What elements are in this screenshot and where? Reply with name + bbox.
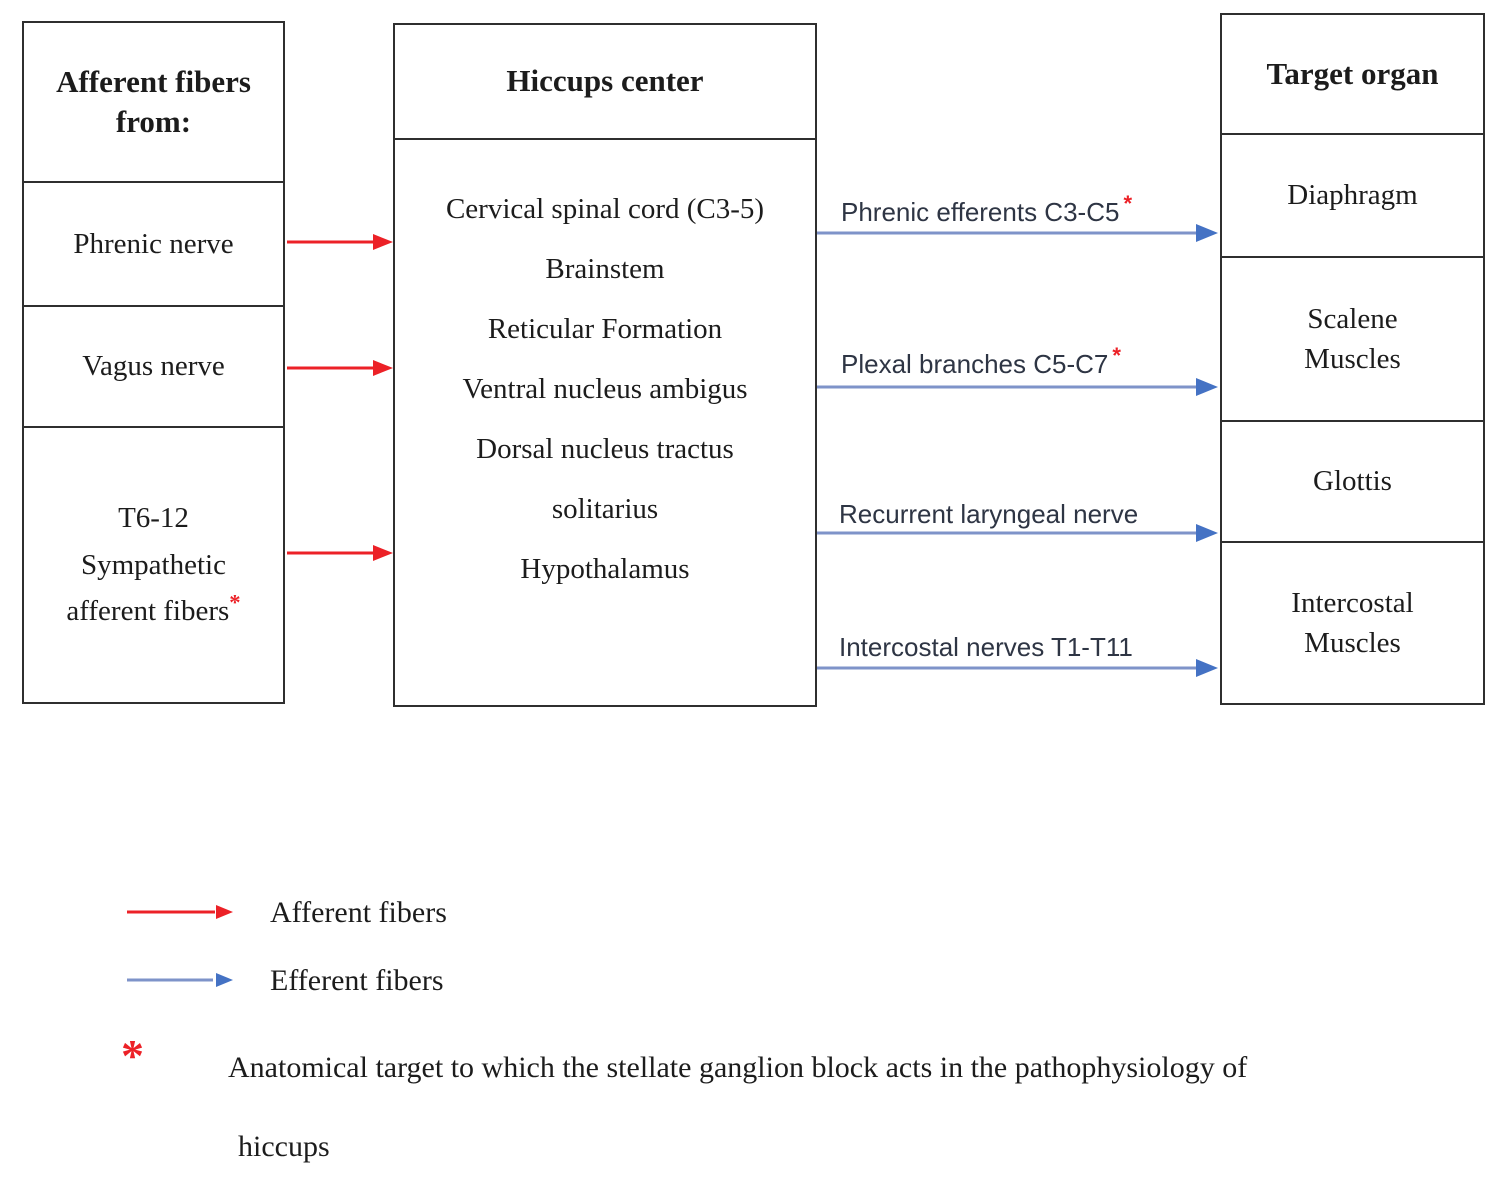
arrowhead-icon bbox=[216, 973, 233, 987]
afferent-item-label: Vagus nerve bbox=[82, 350, 225, 383]
target-item-label: Scalene Muscles bbox=[1304, 302, 1401, 375]
target-item-label: Glottis bbox=[1313, 465, 1392, 498]
center-line-solitarius: solitarius bbox=[551, 493, 659, 525]
afferent-arrow-vagus bbox=[287, 358, 393, 378]
arrowhead-icon bbox=[373, 545, 393, 561]
asterisk-marker: * bbox=[229, 589, 241, 615]
asterisk-marker: * bbox=[1112, 343, 1121, 369]
target-item-diaphragm: Diaphragm bbox=[1220, 133, 1485, 258]
efferent-label-phrenic-efferents: Phrenic efferents C3-C5* bbox=[841, 191, 1133, 227]
target-organ-header: Target organ bbox=[1220, 13, 1485, 135]
efferent-arrow-plexal-branches bbox=[817, 376, 1218, 398]
target-organ-column: Target organ Diaphragm Scalene Muscles G… bbox=[1220, 13, 1485, 705]
footnote-asterisk-marker: * bbox=[121, 1030, 144, 1081]
footnote-line-1: Anatomical target to which the stellate … bbox=[228, 1051, 1248, 1084]
arrowhead-icon bbox=[1196, 378, 1218, 396]
afferent-arrow-phrenic bbox=[287, 232, 393, 252]
arrow-line bbox=[817, 385, 1198, 389]
arrow-line bbox=[287, 366, 375, 370]
efferent-arrow-recurrent-laryngeal bbox=[817, 522, 1218, 544]
hiccups-center-column: Hiccups center Cervical spinal cord (C3-… bbox=[393, 23, 817, 707]
hiccups-center-header: Hiccups center bbox=[393, 23, 817, 140]
efferent-label-plexal-branches: Plexal branches C5-C7* bbox=[841, 343, 1121, 379]
target-item-glottis: Glottis bbox=[1220, 420, 1485, 543]
afferent-column-header-label: Afferent fibers from: bbox=[56, 63, 251, 139]
target-item-label: Intercostal Muscles bbox=[1291, 586, 1414, 659]
legend-efferent-arrow-icon bbox=[127, 971, 233, 989]
legend-efferent-label: Efferent fibers bbox=[270, 964, 444, 997]
arrow-line bbox=[817, 231, 1198, 235]
arrowhead-icon bbox=[1196, 524, 1218, 542]
arrow-line bbox=[287, 551, 375, 555]
afferent-item-phrenic-nerve: Phrenic nerve bbox=[22, 181, 285, 307]
target-item-scalene-muscles: Scalene Muscles bbox=[1220, 256, 1485, 422]
center-line-hypothalamus: Hypothalamus bbox=[520, 553, 690, 585]
afferent-item-label: Phrenic nerve bbox=[73, 227, 234, 260]
arrow-line bbox=[127, 978, 213, 982]
arrow-line bbox=[817, 531, 1198, 535]
legend-afferent-arrow-icon bbox=[127, 903, 233, 921]
afferent-column-header: Afferent fibers from: bbox=[22, 21, 285, 183]
arrowhead-icon bbox=[216, 905, 233, 919]
arrowhead-icon bbox=[373, 360, 393, 376]
hiccups-center-header-label: Hiccups center bbox=[506, 63, 704, 99]
center-line-dorsal-nucleus: Dorsal nucleus tractus bbox=[476, 433, 734, 465]
afferent-item-label: T6-12 Sympathetic afferent fibers* bbox=[66, 501, 241, 628]
efferent-label-intercostal-nerves: Intercostal nerves T1-T11 bbox=[839, 632, 1133, 662]
legend-afferent-label: Afferent fibers bbox=[270, 896, 447, 929]
efferent-label-recurrent-laryngeal: Recurrent laryngeal nerve bbox=[839, 499, 1139, 529]
asterisk-marker: * bbox=[1123, 191, 1133, 217]
afferent-item-vagus-nerve: Vagus nerve bbox=[22, 305, 285, 428]
efferent-arrow-intercostal-nerves bbox=[817, 657, 1218, 679]
footnote-line-2: hiccups bbox=[238, 1130, 330, 1163]
afferent-arrow-sympathetic bbox=[287, 543, 393, 563]
arrowhead-icon bbox=[1196, 224, 1218, 242]
center-line-ventral-nucleus: Ventral nucleus ambigus bbox=[462, 373, 748, 405]
afferent-column: Afferent fibers from: Phrenic nerve Vagu… bbox=[22, 21, 285, 704]
arrowhead-icon bbox=[1196, 659, 1218, 677]
target-item-label: Diaphragm bbox=[1287, 179, 1418, 212]
arrow-line bbox=[127, 910, 215, 914]
target-organ-header-label: Target organ bbox=[1266, 55, 1439, 91]
hiccups-center-body: Cervical spinal cord (C3-5) Brainstem Re… bbox=[393, 138, 817, 707]
efferent-arrow-phrenic-efferents bbox=[817, 222, 1218, 244]
arrow-line bbox=[817, 666, 1198, 670]
arrowhead-icon bbox=[373, 234, 393, 250]
center-line-reticular: Reticular Formation bbox=[487, 313, 723, 345]
center-line-brainstem: Brainstem bbox=[545, 253, 665, 285]
center-line-cervical: Cervical spinal cord (C3-5) bbox=[445, 193, 765, 225]
arrow-line bbox=[287, 240, 375, 244]
target-item-intercostal-muscles: Intercostal Muscles bbox=[1220, 541, 1485, 705]
afferent-item-sympathetic-fibers: T6-12 Sympathetic afferent fibers* bbox=[22, 426, 285, 704]
